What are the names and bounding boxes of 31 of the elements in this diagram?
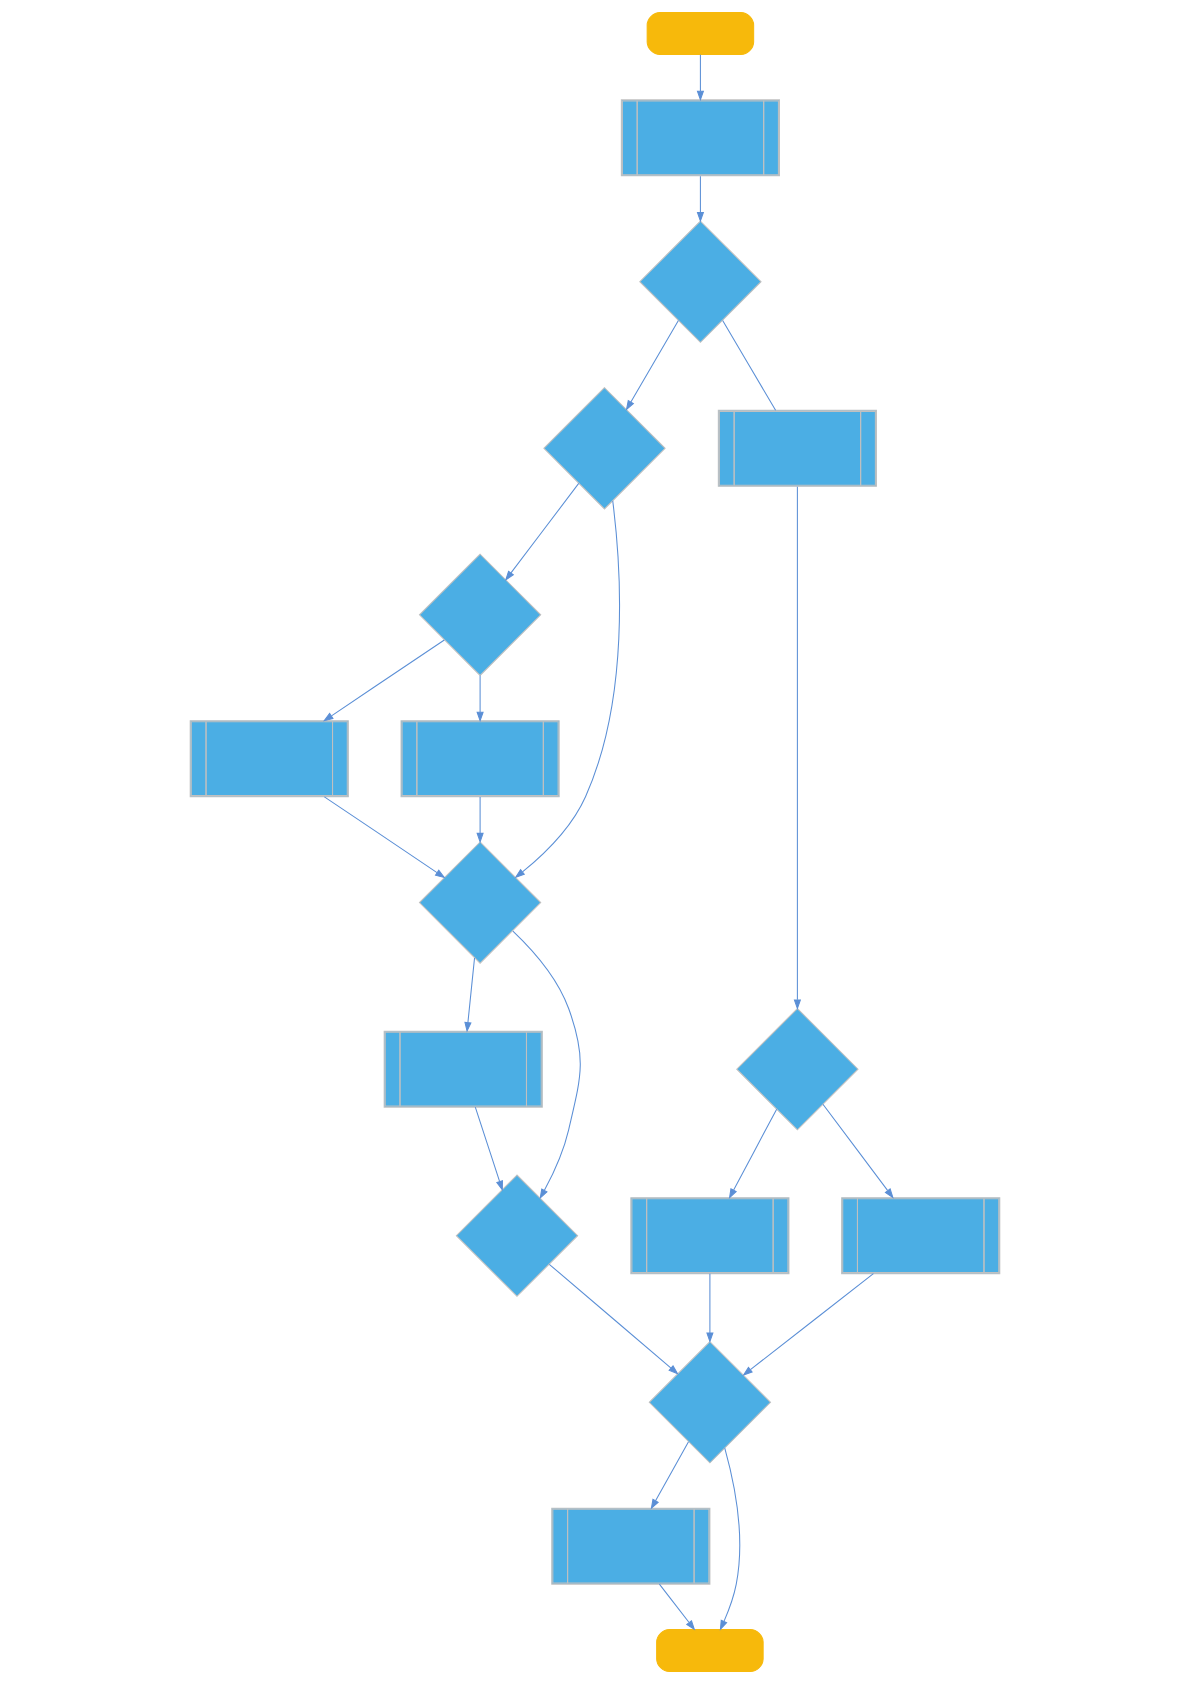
arrow xyxy=(474,1106,503,1192)
arrow xyxy=(719,1447,741,1631)
node-diamond xyxy=(418,553,542,677)
arrow xyxy=(625,320,679,411)
arrow xyxy=(514,500,621,879)
arrow xyxy=(650,1441,690,1510)
connector xyxy=(722,320,777,411)
arrow xyxy=(548,1263,679,1375)
arrow xyxy=(476,675,484,723)
arrow xyxy=(322,639,445,722)
node-oval xyxy=(646,11,755,56)
node-diamond xyxy=(418,841,542,964)
arrow xyxy=(696,175,705,223)
arrow xyxy=(706,1273,714,1344)
arrow xyxy=(793,486,802,1011)
node-diamond xyxy=(736,1007,859,1131)
arrow xyxy=(464,957,476,1033)
node-diamond xyxy=(639,220,762,344)
node-diamond xyxy=(455,1174,579,1298)
arrow xyxy=(476,796,484,844)
node-diamond xyxy=(648,1340,772,1464)
arrow xyxy=(658,1583,696,1631)
arrow xyxy=(512,930,581,1200)
arrow xyxy=(822,1103,894,1199)
node-oval xyxy=(656,1628,764,1673)
arrow xyxy=(504,482,580,582)
arrow xyxy=(728,1108,778,1200)
arrow xyxy=(742,1273,874,1376)
arrow xyxy=(696,54,705,102)
arrow xyxy=(323,796,446,879)
node-diamond xyxy=(543,386,666,510)
